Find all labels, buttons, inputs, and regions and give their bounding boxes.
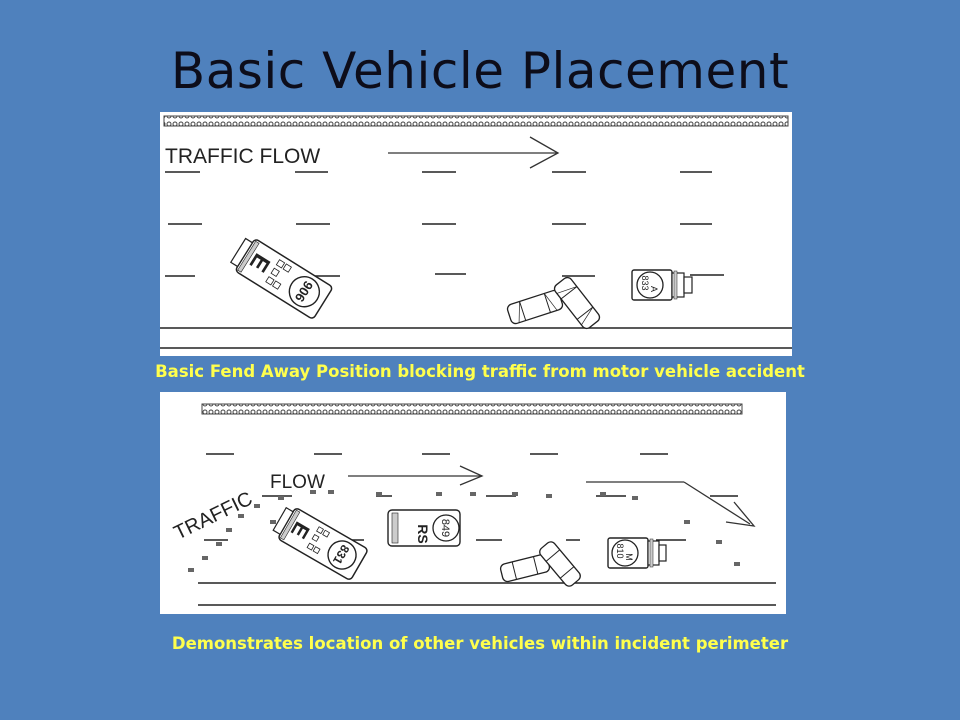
lane-closure-arrow xyxy=(586,481,756,527)
rescue-849-vehicle: RS 849 xyxy=(387,509,461,547)
ambulance-833-number: 833 xyxy=(640,275,650,290)
lane-markings xyxy=(165,171,724,277)
rescue-849-letters: RS xyxy=(415,524,431,543)
engine-906-vehicle: E 906 xyxy=(229,237,333,319)
ambulance-833-letter: A xyxy=(649,286,659,292)
traffic-cones xyxy=(188,490,740,572)
medic-810-number: 810 xyxy=(615,543,625,558)
crashed-car-1 xyxy=(506,289,564,325)
diagram1-caption: Basic Fend Away Position blocking traffi… xyxy=(155,362,805,381)
incident-perimeter-diagram: TRAFFIC FLOW xyxy=(160,392,786,614)
lane-markings xyxy=(204,453,738,541)
traffic-flow-arrow xyxy=(348,465,484,486)
fend-away-diagram: TRAFFIC FLOW xyxy=(160,112,792,356)
guardrail xyxy=(163,115,789,127)
crashed-car-2 xyxy=(539,541,581,587)
crashed-car-2 xyxy=(553,276,601,330)
incident-perimeter-diagram-svg: TRAFFIC FLOW xyxy=(171,403,776,606)
slide-title: Basic Vehicle Placement xyxy=(170,42,790,100)
engine-831-vehicle: E 831 xyxy=(272,506,368,580)
guardrail xyxy=(201,403,743,415)
rescue-849-number: 849 xyxy=(439,519,451,537)
ambulance-833-vehicle: A 833 xyxy=(631,269,693,301)
traffic-flow-arrow xyxy=(388,136,560,169)
medic-810-letter: M xyxy=(624,553,634,561)
diagram2-caption: Demonstrates location of other vehicles … xyxy=(171,634,789,653)
fend-away-diagram-svg: TRAFFIC FLOW xyxy=(160,115,792,349)
medic-810-vehicle: M 810 xyxy=(607,537,667,569)
flow-label: FLOW xyxy=(270,472,325,493)
traffic-flow-label: TRAFFIC FLOW xyxy=(165,145,320,168)
